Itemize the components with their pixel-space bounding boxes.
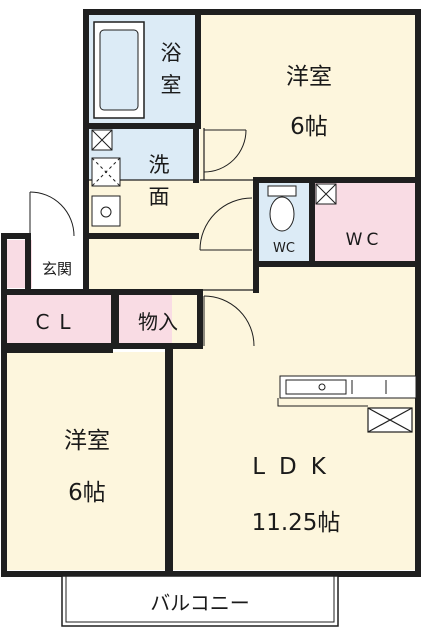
- kitchen-counter: [277, 375, 417, 407]
- vent-icon: [91, 129, 113, 151]
- washroom-label-1: 洗: [149, 153, 170, 177]
- walls: [1, 9, 421, 577]
- western-room-sw-floor: [6, 352, 166, 570]
- western-room-ne-floor: [200, 14, 416, 180]
- closet-label: CL: [35, 310, 80, 334]
- sliding-doors: [8, 347, 173, 566]
- sink-icon: [91, 195, 121, 227]
- bathtub-icon: [93, 21, 145, 119]
- entrance-label: 玄関: [42, 260, 72, 278]
- doors: [29, 129, 255, 347]
- toilet-label: WC: [273, 241, 295, 256]
- ldk-label: LDK: [252, 454, 340, 480]
- hallway-floor-2: [196, 180, 256, 240]
- western-room-sw-size: 6帖: [68, 480, 106, 506]
- toilet-icon: [267, 185, 297, 232]
- washroom-label-2: 面: [149, 185, 170, 209]
- storage-label: 物入: [138, 310, 178, 334]
- western-room-sw-label: 洋室: [64, 428, 110, 454]
- bath-label-1: 浴: [161, 41, 182, 65]
- fridge-icon: [367, 407, 413, 433]
- washer-icon: [91, 157, 121, 187]
- wc-room-label: WC: [346, 230, 383, 250]
- ldk-size: 11.25帖: [252, 510, 341, 536]
- western-room-ne-label: 洋室: [286, 64, 332, 90]
- balcony: [61, 575, 339, 627]
- closet-floor: [6, 294, 112, 346]
- balcony-label: バルコニー: [150, 591, 250, 615]
- bath-label-2: 室: [161, 73, 182, 97]
- vent-icon-wc: [315, 183, 337, 205]
- western-room-ne-size: 6帖: [290, 114, 328, 140]
